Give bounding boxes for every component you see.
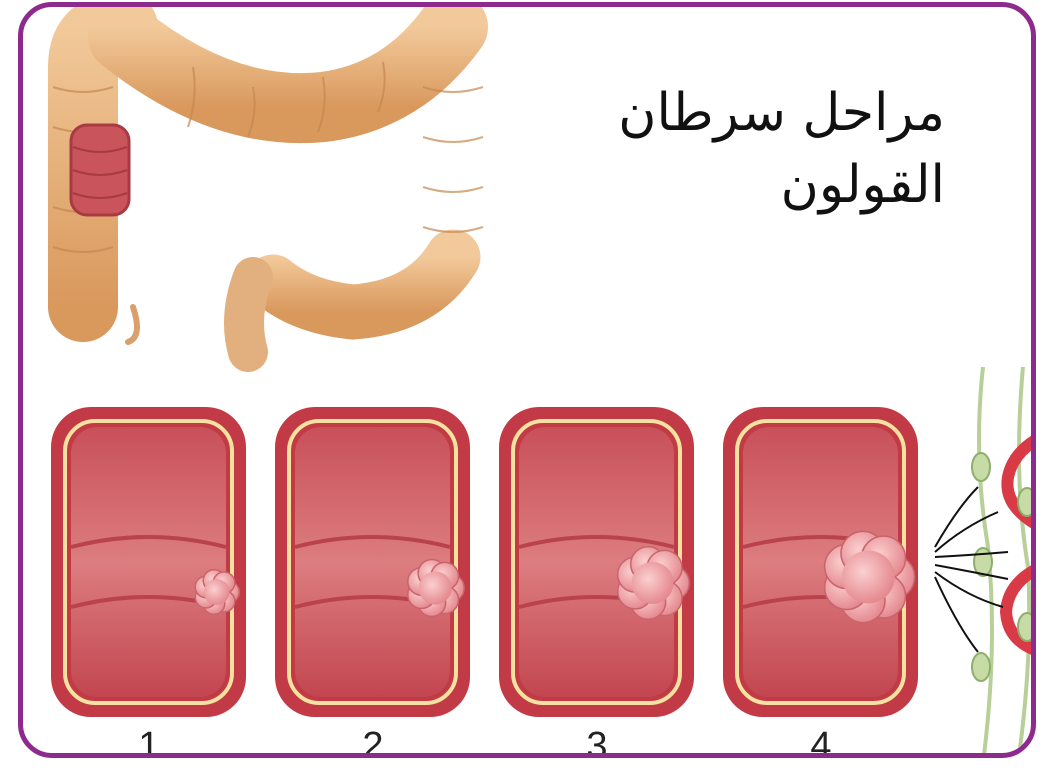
title-line-1: مراحل سرطان	[525, 77, 945, 149]
lymph-node	[972, 453, 990, 481]
colon-section-1	[51, 407, 246, 717]
stage-label-2: 2	[343, 725, 403, 758]
lymph-vessels	[972, 367, 1036, 758]
colon-illustration	[53, 27, 483, 352]
diagram-frame: مراحل سرطان القولون 1 2 3 4	[18, 2, 1036, 758]
stage-label-4: 4	[791, 725, 851, 758]
lymph-node	[1018, 488, 1036, 516]
stage-sections	[51, 407, 918, 717]
tumor-stage-1	[195, 570, 239, 615]
lymph-node	[972, 653, 990, 681]
metastasis-arrows	[935, 487, 1008, 652]
stage-label-3: 3	[567, 725, 627, 758]
diagram-title: مراحل سرطان القولون	[525, 77, 945, 221]
stage-label-1: 1	[119, 725, 179, 758]
lymph-node	[1018, 613, 1036, 641]
lymph-node	[974, 548, 992, 576]
tumor-highlight	[71, 125, 129, 215]
tumor-stage-2	[408, 560, 464, 617]
title-line-2: القولون	[525, 149, 945, 221]
